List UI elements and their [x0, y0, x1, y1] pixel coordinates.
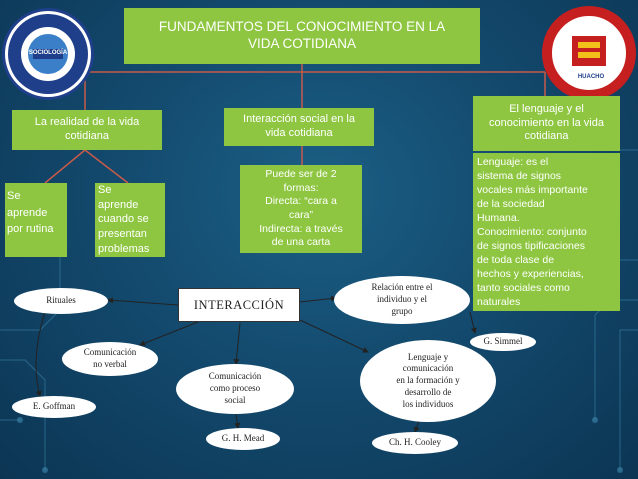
definicion-line: de la sociedad [477, 197, 545, 210]
lenguaje-line: comunicación [402, 363, 454, 374]
definicion-line: de toda clase de [477, 253, 555, 266]
node-no-verbal: Comunicación no verbal [62, 342, 158, 376]
lenguaje-line: en la formación y [396, 375, 460, 386]
left-logo: SOCIOLOGÍA [2, 8, 94, 100]
formas-line: de una carta [271, 236, 331, 249]
lenguaje-line: desarrollo de [404, 386, 452, 397]
node-goffman: E. Goffman [12, 396, 96, 418]
formas-line: Directa: “cara a [265, 195, 337, 208]
main-title-line1: FUNDAMENTOS DEL CONOCIMIENTO EN LA [158, 19, 446, 35]
formas-line: cara” [289, 209, 313, 221]
branch-lenguaje-line1: El lenguaje y el [509, 102, 584, 115]
relacion-line: Relación entre el [371, 282, 433, 293]
proceso-line: como proceso [209, 383, 261, 394]
proceso-line: Comunicación [208, 371, 262, 382]
rutina-line: por rutina [7, 223, 54, 235]
node-relacion: Relación entre el individuo y el grupo [334, 276, 470, 324]
formas-line: Puede ser de 2 [265, 168, 337, 181]
node-cooley: Ch. H. Cooley [372, 432, 458, 454]
relacion-line: individuo y el [377, 294, 427, 305]
left-logo-label: SOCIOLOGÍA [28, 50, 68, 56]
problemas-line: presentan [98, 227, 147, 240]
branch-lenguaje-line3: cotidiana [524, 130, 569, 143]
right-logo: HUACHO [542, 6, 636, 100]
proceso-line: social [224, 394, 246, 405]
branch-realidad-line1: La realidad de la vida [34, 116, 140, 129]
node-simmel-label: G. Simmel [483, 336, 523, 347]
relacion-line: grupo [391, 305, 413, 316]
node-mead-label: G. H. Mead [221, 433, 265, 444]
definicion-line: Lenguaje: es el [477, 156, 549, 168]
node-mead: G. H. Mead [206, 428, 280, 450]
main-title-line2: VIDA COTIDIANA [247, 36, 357, 51]
definicion-line: naturales [477, 295, 521, 308]
box-definicion: Lenguaje: es el sistema de signos vocale… [473, 153, 620, 311]
lenguaje-line: los individuos [402, 398, 454, 409]
definicion-line: Humana. [477, 211, 520, 224]
formas-line: Indirecta: a través [259, 222, 343, 235]
rutina-line: aprende [7, 206, 48, 219]
definicion-line: tanto sociales como [477, 281, 570, 294]
node-rituales-label: Rituales [46, 295, 76, 306]
formas-line: formas: [283, 181, 319, 194]
branch-realidad-line2: cotidiana [64, 130, 110, 142]
definicion-line: Conocimiento: conjunto [477, 225, 587, 238]
definicion-line: hechos y experiencias, [477, 267, 584, 280]
branch-interaccion-line1: Interacción social en la [243, 113, 355, 126]
university-seal-icon [542, 6, 636, 100]
rutina-line: Se [7, 190, 21, 202]
node-goffman-label: E. Goffman [32, 401, 76, 412]
definicion-line: vocales más importante [477, 183, 588, 196]
problemas-line: problemas [98, 242, 150, 255]
box-problemas: Se aprende cuando se presentan problemas [95, 183, 165, 257]
branch-interaccion-line2: vida cotidiana [265, 127, 333, 139]
branch-interaccion: Interacción social en la vida cotidiana [224, 108, 374, 146]
concept-center-label: INTERACCIÓN [193, 297, 285, 312]
problemas-line: cuando se [98, 213, 149, 226]
main-title: FUNDAMENTOS DEL CONOCIMIENTO EN LA VIDA … [124, 8, 480, 64]
box-rutina: Se aprende por rutina [5, 183, 67, 257]
no-verbal-line: Comunicación [83, 347, 137, 358]
branch-lenguaje: El lenguaje y el conocimiento en la vida… [473, 96, 620, 151]
node-cooley-label: Ch. H. Cooley [388, 437, 441, 448]
branch-realidad: La realidad de la vida cotidiana [12, 110, 162, 150]
no-verbal-line: no verbal [93, 359, 127, 369]
university-seal-icon [8, 14, 88, 94]
node-lenguaje: Lenguaje y comunicación en la formación … [360, 340, 496, 422]
definicion-line: sistema de signos [477, 169, 562, 182]
node-simmel: G. Simmel [470, 333, 536, 351]
box-formas: Puede ser de 2 formas: Directa: “cara a … [240, 165, 362, 253]
node-rituales: Rituales [14, 288, 108, 314]
problemas-line: Se [98, 184, 112, 196]
lenguaje-line: Lenguaje y [407, 351, 449, 362]
definicion-line: de signos tipificaciones [477, 239, 585, 252]
right-logo-label: HUACHO [577, 74, 605, 80]
branch-lenguaje-line2: conocimiento en la vida [489, 116, 604, 129]
concept-center: INTERACCIÓN [178, 288, 300, 322]
node-proceso: Comunicación como proceso social [176, 364, 294, 414]
problemas-line: aprende [98, 198, 139, 211]
